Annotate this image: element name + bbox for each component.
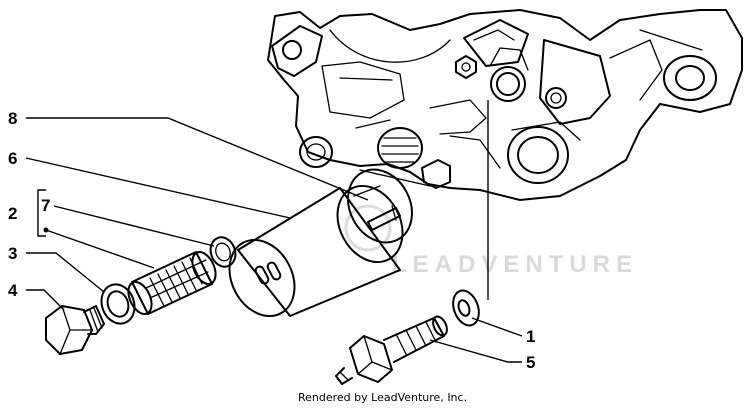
part-6-oil-filter <box>228 184 404 318</box>
leader-6 <box>25 157 291 219</box>
callout-7: 7 <box>41 196 50 215</box>
leader-3 <box>26 252 105 293</box>
leader-4 <box>26 289 65 311</box>
callout-6: 6 <box>8 149 17 168</box>
callout-5: 5 <box>526 353 535 372</box>
callout-8: 8 <box>8 109 17 128</box>
watermark: LEADVENTURE <box>344 204 638 278</box>
part-7-o-ring <box>209 236 237 268</box>
callout-4: 4 <box>8 281 18 300</box>
callout-2: 2 <box>8 204 17 223</box>
part-4-drain-plug <box>45 305 105 355</box>
part-7-screen-filter <box>127 251 217 315</box>
callout-1: 1 <box>526 327 535 346</box>
watermark-logo-icon <box>344 204 392 252</box>
part-8-filter-gasket <box>347 168 413 244</box>
leader-5 <box>429 339 522 363</box>
callout-labels: 8 6 2 7 3 4 1 5 <box>8 109 535 372</box>
leader-2-lower <box>45 229 155 269</box>
part-3-gasket-ring <box>100 283 136 325</box>
credit-text: Rendered by LeadVenture, Inc. <box>298 391 467 404</box>
watermark-text: LEADVENTURE <box>392 251 638 278</box>
part-5-pressure-switch <box>335 315 448 385</box>
part-1-sealing-washer <box>452 289 480 327</box>
leader-2-dot <box>43 227 49 233</box>
leader-lines <box>25 100 523 363</box>
leader-8 <box>26 117 369 201</box>
bracket-2 <box>37 189 46 237</box>
leader-7 <box>53 205 215 247</box>
engine-crankcase <box>267 9 743 201</box>
leader-1 <box>471 100 523 337</box>
callout-3: 3 <box>8 244 17 263</box>
